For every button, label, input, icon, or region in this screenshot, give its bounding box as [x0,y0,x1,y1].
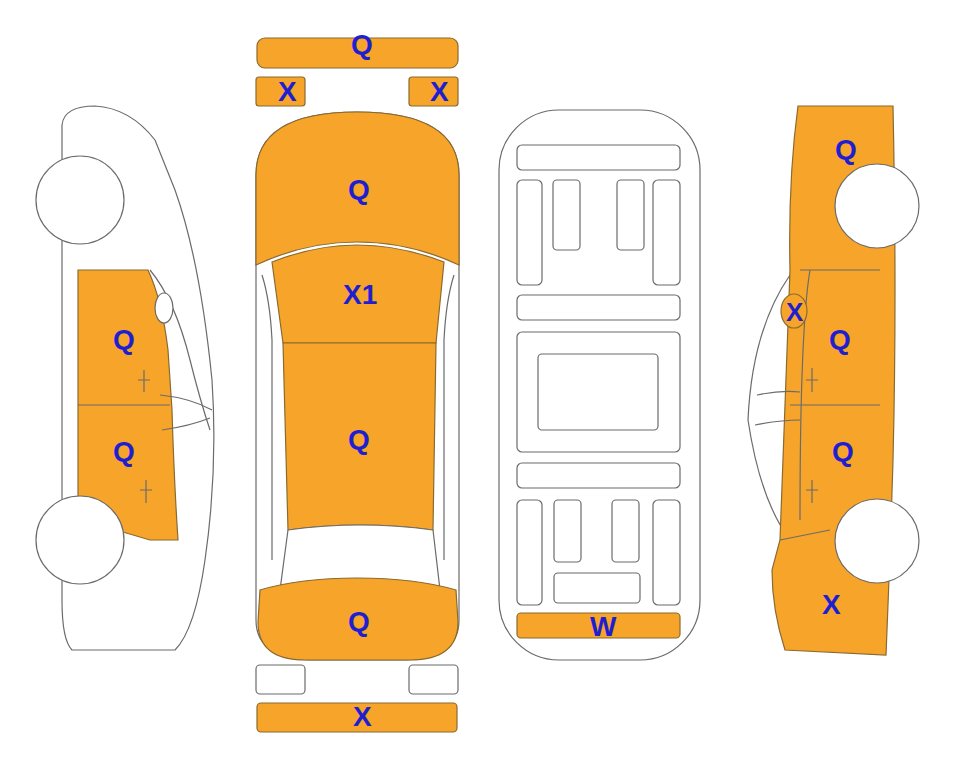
orange-panel [256,112,459,265]
damage-code: X [822,591,841,619]
orange-panel [272,245,444,343]
damage-code: X [430,78,449,106]
orange-panel [283,343,436,530]
damage-code: X [786,299,803,325]
damage-code: Q [351,31,373,59]
damage-code: W [590,613,616,641]
damage-code: Q [832,438,854,466]
damage-code: Q [348,176,370,204]
orange-panel [409,77,458,106]
damage-code: Q [348,608,370,636]
orange-panel [256,77,305,106]
damage-code: X1 [343,281,377,309]
orange-panel [258,578,458,660]
damage-code: Q [829,326,851,354]
damage-code: Q [835,136,857,164]
damage-code: X [353,703,372,731]
damage-code: X [278,78,297,106]
damage-code: Q [113,326,135,354]
damage-code: Q [348,426,370,454]
orange-panel [257,703,457,732]
damage-code: Q [113,438,135,466]
